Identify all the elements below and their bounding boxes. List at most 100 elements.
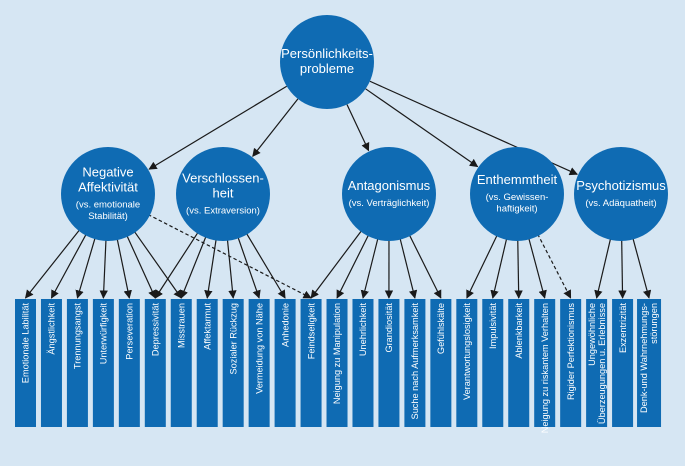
node-ver: Verschlossen-heit (vs. Extraversion) xyxy=(176,147,270,241)
edge-psy-to-24 xyxy=(632,237,652,299)
facet-1: Ängstlichkeit xyxy=(40,299,62,427)
facet-16-box xyxy=(430,299,452,427)
facet-17-box xyxy=(456,299,478,427)
node-neg-circle xyxy=(61,147,155,241)
edge-ent-to-20 xyxy=(528,237,547,299)
facet-6-label-line-0: Misstrauen xyxy=(176,303,186,348)
edges-layer xyxy=(24,80,652,299)
facet-18: Impulsivität xyxy=(482,299,504,427)
facet-22-label-line-1: Überzeugungen u. Erlebnisse xyxy=(597,303,607,424)
facet-7: Affektarmut xyxy=(196,299,218,427)
facet-2: Trennungsangst xyxy=(66,299,88,427)
node-ant: Antagonismus(vs. Verträglichkeit) xyxy=(342,147,436,241)
facet-24-label-line-1: störungen xyxy=(649,303,659,344)
facet-4-box xyxy=(118,299,140,427)
facet-15: Suche nach Aufmerksamkeit xyxy=(404,299,426,427)
facet-23-box xyxy=(612,299,634,427)
facet-12: Neigung zu Manipulation xyxy=(326,299,348,427)
facet-19-label-line-0: Ablenkbarkeit xyxy=(514,303,524,359)
node-psy-circle xyxy=(574,147,668,241)
facet-8: Sozialer Rückzug xyxy=(222,299,244,427)
edge-ant-to-11 xyxy=(310,229,363,299)
node-ver-subtitle-line-0: (vs. Extraversion) xyxy=(186,205,260,216)
node-neg-subtitle-line-0: (vs. emotionale xyxy=(76,200,140,211)
node-root-circle xyxy=(280,15,374,109)
edge-ver-to-6 xyxy=(180,235,207,299)
facet-17: Verantwortungslosigkeit xyxy=(456,299,478,427)
facet-3-box xyxy=(92,299,114,427)
facet-3: Unterwürfigkeit xyxy=(92,299,114,427)
facet-1-label-line-0: Ängstlichkeit xyxy=(47,303,57,355)
node-root-title-line-1: probleme xyxy=(300,61,354,76)
facet-13-box xyxy=(352,299,374,427)
facet-24-label-line-0: Denk-und Wahrnehmungs- xyxy=(639,303,649,413)
facets-layer: Emotionale Labilität Ängstlichkeit Trennun… xyxy=(15,299,662,433)
facet-3-label-line-0: Unterwürfigkeit xyxy=(99,303,109,365)
facet-2-box xyxy=(66,299,88,427)
nodes-layer: Persönlichkeits-problemeNegativeAffektiv… xyxy=(61,15,668,241)
edge-ant-to-13 xyxy=(360,237,379,299)
facet-2-label-line-0: Trennungsangst xyxy=(73,303,83,370)
node-ant-title-line-0: Antagonismus xyxy=(348,178,431,193)
facet-8-box xyxy=(222,299,244,427)
facet-6-box xyxy=(170,299,192,427)
edge-neg-to-2 xyxy=(75,237,96,299)
facet-21-label-line-0: Rigider Perfektionismus xyxy=(566,303,576,400)
node-neg-subtitle-line-1: Stabilität) xyxy=(88,211,128,222)
node-neg-title-line-0: Negative xyxy=(82,165,133,180)
edge-psy-to-23 xyxy=(618,238,627,299)
node-ver-circle xyxy=(176,147,270,241)
facet-22-label-line-0: Ungewöhnliche xyxy=(587,303,597,366)
facet-14: Grandiosität xyxy=(378,299,400,427)
facet-12-box xyxy=(326,299,348,427)
node-ver-title-line-0: Verschlossen- xyxy=(182,170,264,185)
facet-21: Rigider Perfektionismus xyxy=(560,299,582,427)
facet-16: Gefühlskälte xyxy=(430,299,452,427)
facet-11-box xyxy=(300,299,322,427)
facet-18-label-line-0: Impulsivität xyxy=(488,303,498,349)
facet-15-box xyxy=(404,299,426,427)
facet-19: Ablenkbarkeit xyxy=(508,299,530,427)
facet-20: Neigung zu riskantem Verhalten xyxy=(534,299,556,433)
node-ver-title-line-1: heit xyxy=(213,185,234,200)
edge-ant-to-12 xyxy=(336,233,370,299)
facet-12-label-line-0: Neigung zu Manipulation xyxy=(332,303,342,404)
facet-13: Unehrlichkeit xyxy=(352,299,374,427)
node-root: Persönlichkeits-probleme xyxy=(280,15,374,109)
edge-root-to-neg xyxy=(148,85,288,170)
edge-psy-to-22 xyxy=(594,237,612,299)
node-root-title-line-0: Persönlichkeits- xyxy=(281,46,373,61)
edge-ver-to-10 xyxy=(245,232,286,299)
node-ent-circle xyxy=(470,147,564,241)
facet-5-label-line-0: Depressivität xyxy=(151,303,161,357)
facet-7-label-line-0: Affektarmut xyxy=(202,303,212,350)
edge-ant-to-15 xyxy=(399,237,418,299)
facet-24: Denk-und Wahrnehmungs-störungen xyxy=(637,299,662,427)
facet-14-label-line-0: Grandiosität xyxy=(384,303,394,353)
edge-neg-to-5 xyxy=(126,234,156,299)
edge-ent-to-17 xyxy=(466,234,498,299)
node-ent-subtitle-line-0: (vs. Gewissen- xyxy=(486,192,549,203)
facet-13-label-line-0: Unehrlichkeit xyxy=(358,303,368,357)
facet-9-box xyxy=(248,299,270,427)
edge-ent-to-19 xyxy=(514,238,523,299)
facet-18-box xyxy=(482,299,504,427)
facet-0: Emotionale Labilität xyxy=(15,299,36,427)
node-psy-subtitle-line-0: (vs. Adäquatheit) xyxy=(585,198,656,209)
facet-11-label-line-0: Feindseligkeit xyxy=(306,303,316,360)
facet-0-label-line-0: Emotionale Labilität xyxy=(21,303,31,384)
facet-1-box xyxy=(40,299,62,427)
facet-5-box xyxy=(144,299,166,427)
facet-6: Misstrauen xyxy=(170,299,192,427)
edge-neg-to-1 xyxy=(50,233,88,299)
facet-14-box xyxy=(378,299,400,427)
edge-root-to-ent xyxy=(365,88,479,168)
facet-19-box xyxy=(508,299,530,427)
facet-20-label-line-0: Neigung zu riskantem Verhalten xyxy=(540,303,550,433)
facet-5: Depressivität xyxy=(144,299,166,427)
facet-4: Perseveration xyxy=(118,299,140,427)
